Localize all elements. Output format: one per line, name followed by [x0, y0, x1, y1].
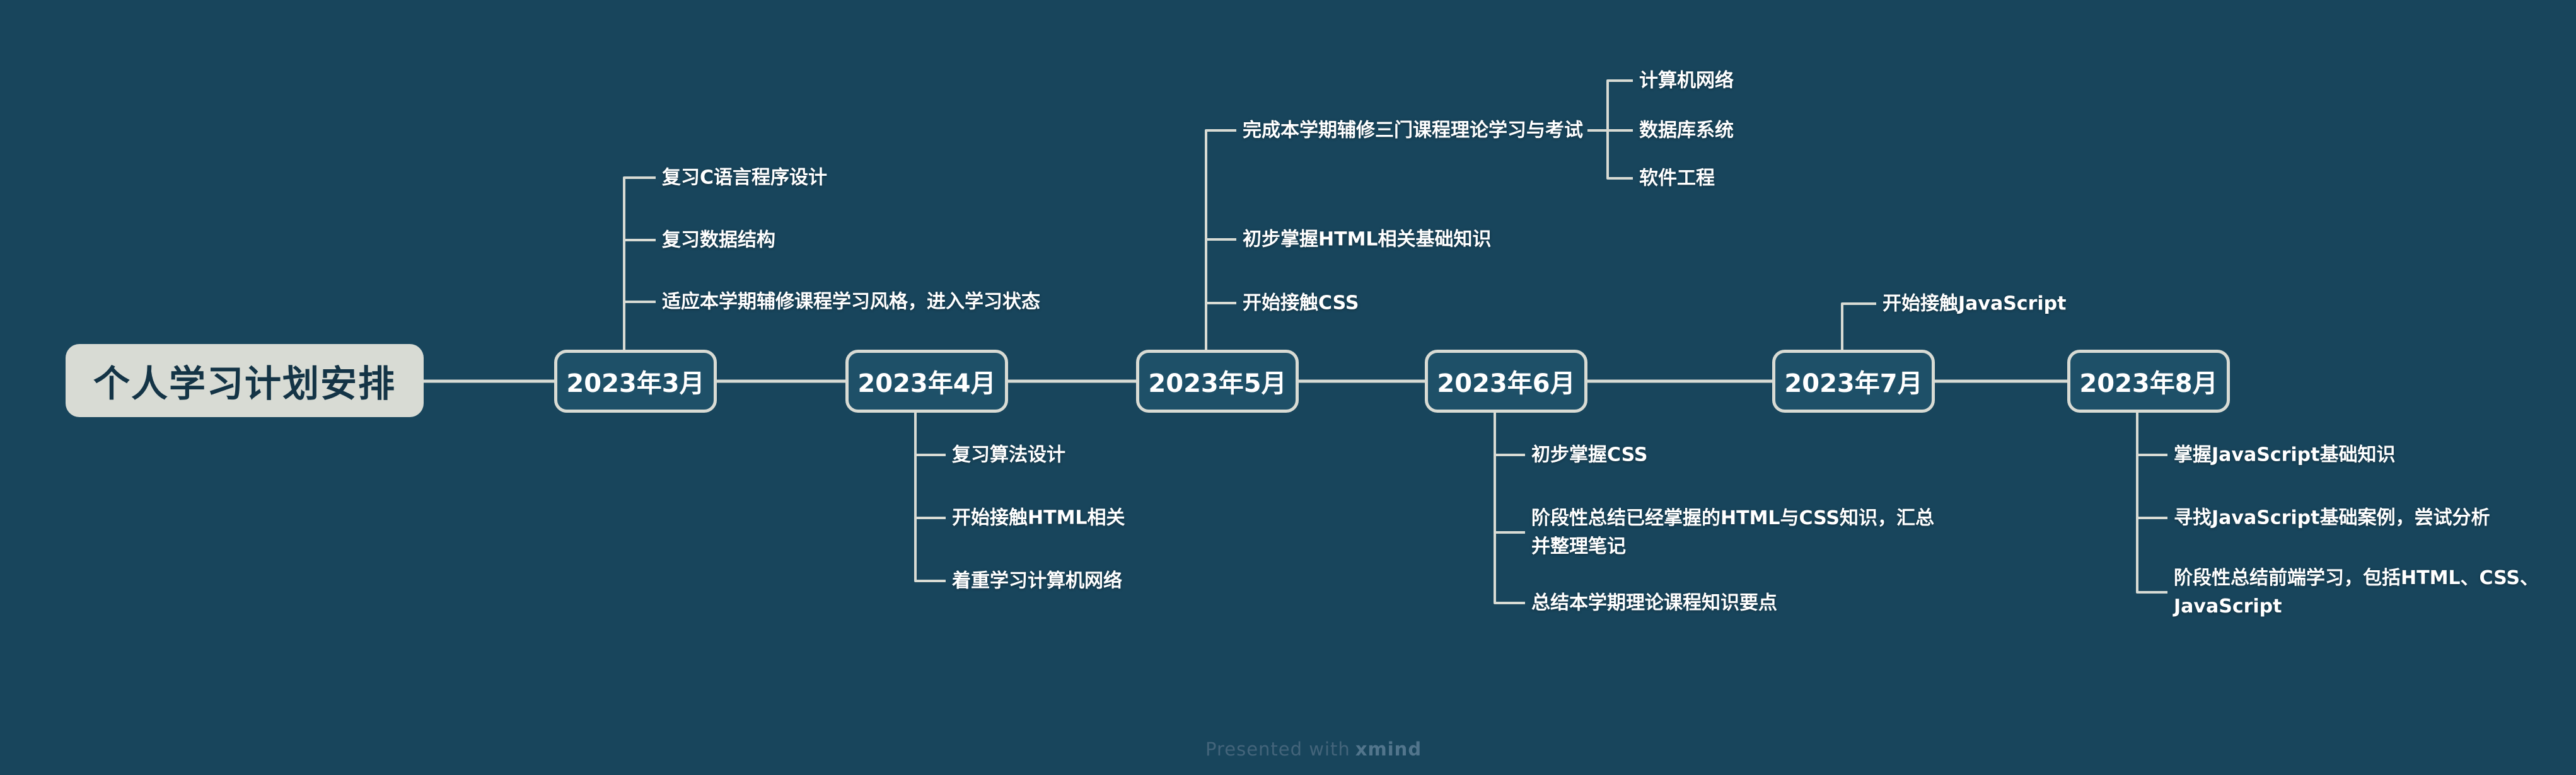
- subtopic-jun-3[interactable]: 总结本学期理论课程知识要点: [1531, 592, 1777, 614]
- subtopic-mar-2[interactable]: 复习数据结构: [662, 229, 775, 251]
- topic-label: 2023年6月: [1437, 369, 1575, 398]
- subtopic-mar-1[interactable]: 复习C语言程序设计: [662, 166, 828, 189]
- topic-label: 2023年5月: [1148, 369, 1287, 398]
- subtopic-may-3[interactable]: 开始接触CSS: [1243, 292, 1359, 314]
- subtopic-aug-2[interactable]: 寻找JavaScript基础案例，尝试分析: [2174, 507, 2490, 529]
- branch-connectors: [623, 79, 2167, 604]
- topic-label: 2023年7月: [1784, 369, 1923, 398]
- subtopic-line: 并整理笔记: [1531, 536, 1626, 558]
- topic-label: 2023年8月: [2079, 369, 2218, 398]
- subtopic-apr-2[interactable]: 开始接触HTML相关: [952, 507, 1125, 529]
- subtopic-may-1-child-1[interactable]: 计算机网络: [1639, 69, 1734, 92]
- subtopic-may-1[interactable]: 完成本学期辅修三门课程理论学习与考试: [1243, 119, 1583, 142]
- topic-2023-03[interactable]: 2023年3月: [554, 350, 717, 413]
- topic-2023-04[interactable]: 2023年4月: [845, 350, 1008, 413]
- subtopic-apr-1[interactable]: 复习算法设计: [952, 444, 1065, 466]
- topic-2023-06[interactable]: 2023年6月: [1425, 350, 1587, 413]
- topic-2023-07[interactable]: 2023年7月: [1772, 350, 1935, 413]
- subtopic-aug-3[interactable]: 阶段性总结前端学习，包括HTML、CSS、 JavaScript: [2174, 564, 2539, 621]
- subtopic-mar-3[interactable]: 适应本学期辅修课程学习风格，进入学习状态: [662, 290, 1040, 313]
- topic-label: 2023年4月: [857, 369, 996, 398]
- subtopic-may-2[interactable]: 初步掌握HTML相关基础知识: [1243, 228, 1492, 251]
- central-topic-label: 个人学习计划安排: [93, 362, 396, 405]
- subtopic-may-1-child-3[interactable]: 软件工程: [1639, 167, 1715, 190]
- watermark-prefix: Presented with: [1205, 738, 1350, 760]
- subtopic-jun-1[interactable]: 初步掌握CSS: [1531, 444, 1648, 466]
- topic-2023-05[interactable]: 2023年5月: [1136, 350, 1299, 413]
- subtopic-may-1-child-2[interactable]: 数据库系统: [1639, 119, 1734, 142]
- subtopic-apr-3[interactable]: 着重学习计算机网络: [952, 570, 1122, 592]
- xmind-logo-text: xmind: [1355, 738, 1422, 760]
- subtopic-line: 阶段性总结前端学习，包括HTML、CSS、: [2174, 567, 2539, 589]
- subtopic-line: JavaScript: [2174, 595, 2282, 617]
- central-topic[interactable]: 个人学习计划安排: [66, 344, 424, 417]
- subtopic-jul-1[interactable]: 开始接触JavaScript: [1883, 292, 2067, 315]
- topic-2023-08[interactable]: 2023年8月: [2067, 350, 2230, 413]
- subtopic-aug-1[interactable]: 掌握JavaScript基础知识: [2174, 444, 2396, 466]
- subtopic-jun-2[interactable]: 阶段性总结已经掌握的HTML与CSS知识，汇总 并整理笔记: [1531, 504, 1934, 561]
- subtopic-line: 阶段性总结已经掌握的HTML与CSS知识，汇总: [1531, 507, 1934, 529]
- topic-label: 2023年3月: [566, 369, 705, 398]
